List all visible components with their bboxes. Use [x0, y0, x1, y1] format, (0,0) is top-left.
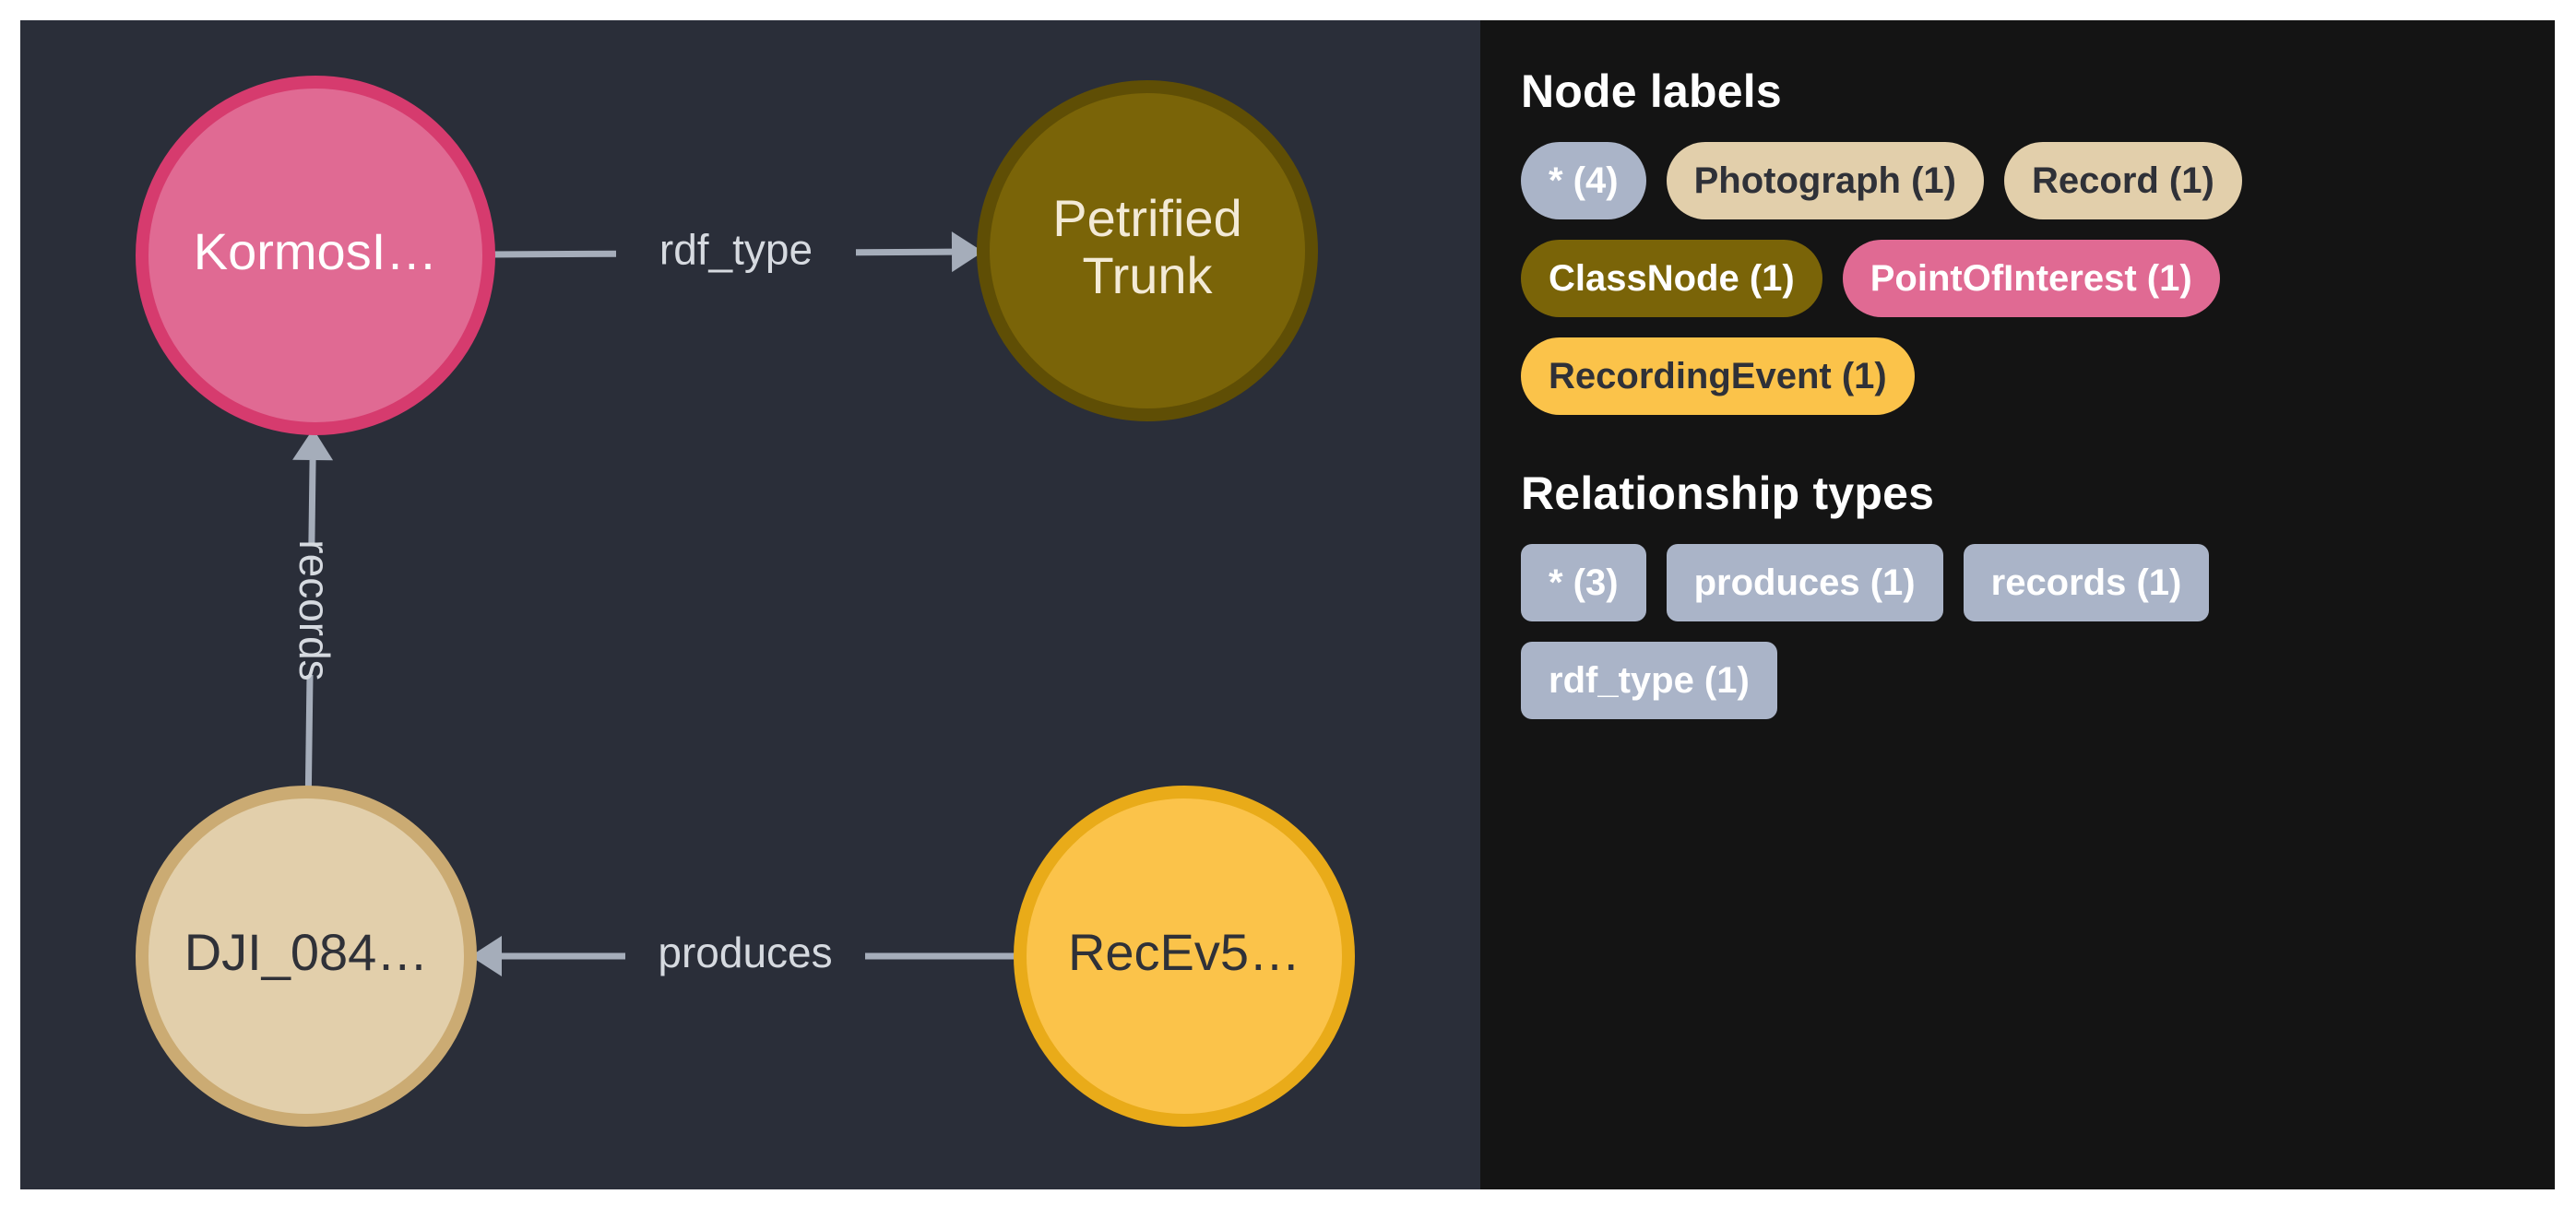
- graph-edge-produces[interactable]: produces: [470, 928, 1020, 976]
- relationship-type-chip[interactable]: rdf_type (1): [1521, 642, 1777, 719]
- node-label-chip[interactable]: * (4): [1521, 142, 1646, 219]
- relationship-type-chip[interactable]: records (1): [1963, 544, 2210, 621]
- node-label-chip[interactable]: Photograph (1): [1666, 142, 1984, 219]
- edge-line-segment: [308, 459, 316, 547]
- relationship-type-chip[interactable]: * (3): [1521, 544, 1646, 621]
- graph-edge-records[interactable]: records: [291, 428, 338, 793]
- edge-line-segment: [304, 674, 314, 793]
- edge-label: rdf_type: [659, 226, 813, 274]
- edge-label: produces: [658, 928, 832, 976]
- graph-node-recordingevent[interactable]: RecEv5…: [1014, 786, 1355, 1127]
- node-label-chip-list: * (4) Photograph (1) Record (1) ClassNode (…: [1521, 142, 2406, 415]
- node-label-text: Trunk: [1082, 246, 1213, 304]
- legend-panel: Node labels * (4) Photograph (1) Record (1…: [1480, 20, 2555, 1189]
- edge-line-segment: [855, 248, 953, 256]
- edge-arrowhead-icon: [951, 231, 984, 273]
- node-circle[interactable]: [977, 80, 1318, 421]
- graph-node-poi[interactable]: KormosI…: [136, 76, 495, 435]
- node-label-chip[interactable]: ClassNode (1): [1521, 240, 1822, 317]
- node-label-text: Petrified: [1052, 189, 1241, 247]
- node-label-text: KormosI…: [194, 222, 438, 280]
- edge-arrowhead-icon: [292, 428, 334, 461]
- relationship-type-chip-list: * (3) produces (1) records (1) rdf_type (1): [1521, 544, 2471, 719]
- graph-node-photograph[interactable]: DJI_084…: [136, 786, 477, 1127]
- relationship-types-section: Relationship types * (3) produces (1) reco…: [1521, 467, 2514, 719]
- node-labels-title: Node labels: [1521, 65, 1782, 117]
- relationship-type-chip[interactable]: produces (1): [1666, 544, 1943, 621]
- node-label-text: RecEv5…: [1068, 923, 1300, 981]
- node-circle[interactable]: [1014, 786, 1355, 1127]
- node-labels-section: Node labels * (4) Photograph (1) Record (1…: [1521, 65, 2514, 415]
- node-label-chip[interactable]: RecordingEvent (1): [1521, 337, 1915, 415]
- node-label-chip[interactable]: PointOfInterest (1): [1842, 240, 2220, 317]
- node-circle[interactable]: [136, 786, 477, 1127]
- edge-arrowhead-icon: [470, 936, 502, 976]
- node-circle[interactable]: [136, 76, 495, 435]
- edge-label: records: [291, 539, 338, 680]
- node-label-text: DJI_084…: [184, 923, 429, 981]
- node-label-chip[interactable]: Record (1): [2004, 142, 2242, 219]
- graph-edge-rdf_type[interactable]: rdf_type: [488, 226, 984, 274]
- relationship-types-title: Relationship types: [1521, 467, 1935, 519]
